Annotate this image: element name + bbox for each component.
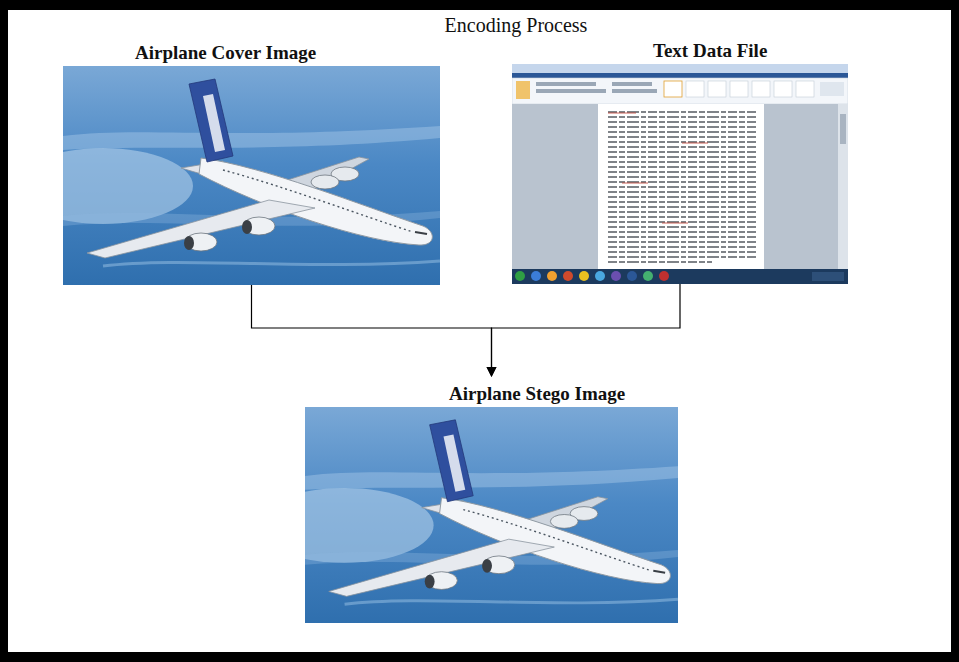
image-area [305,407,678,623]
flow-connector [252,285,497,377]
flow-connector [487,284,681,377]
image-node: Airplane Stego Image [305,381,678,623]
diagram-title: Encoding Process [316,13,716,37]
stego-photo [305,407,678,623]
image-heading: Text Data File [653,38,767,64]
cover-photo [63,66,440,285]
image-heading: Airplane Stego Image [449,381,625,407]
image-node: Airplane Cover Image [63,40,440,285]
word-screenshot [512,64,848,284]
image-heading: Airplane Cover Image [135,40,316,66]
image-area [63,66,440,285]
image-node: Text Data File [512,38,848,284]
image-area [512,64,848,284]
